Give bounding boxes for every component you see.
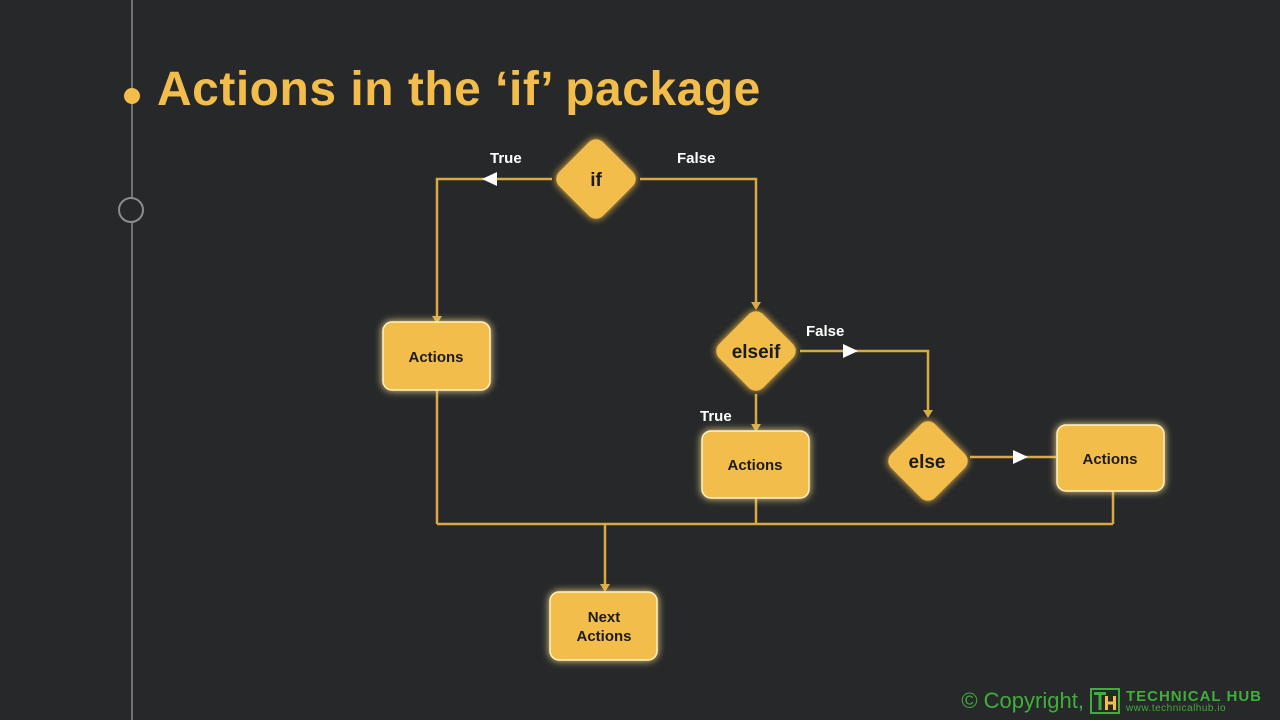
arrowhead-to-elseif-actions	[751, 424, 761, 432]
arrowhead-to-next-actions	[600, 584, 610, 592]
direction-marker-false-right	[843, 344, 858, 358]
decision-elseif-label: elseif	[732, 342, 781, 363]
decision-if: if	[556, 139, 636, 219]
th-logo-icon	[1089, 688, 1120, 714]
title-bullet-dot	[124, 88, 140, 104]
direction-marker-else-right	[1013, 450, 1028, 464]
decision-if-label: if	[590, 170, 602, 191]
edge-label-if-false: False	[677, 150, 715, 167]
timeline-ring-marker	[118, 197, 144, 223]
edge-label-elseif-true: True	[700, 408, 732, 425]
arrowhead-to-else	[923, 410, 933, 418]
next-actions-label-line1: Next	[588, 609, 621, 626]
next-actions-shape	[549, 591, 658, 661]
arrowheads	[432, 302, 933, 592]
decision-else-shape	[888, 421, 968, 501]
elseif-actions-shape	[701, 430, 810, 499]
if-actions-shape	[382, 321, 491, 391]
connector-if-to-elseif	[640, 177, 758, 308]
connector-elseif-to-else	[800, 349, 930, 416]
edge-label-if-true: True	[490, 150, 522, 167]
decision-elseif-shape	[716, 311, 796, 391]
brand-url: www.technicalhub.io	[1125, 702, 1227, 714]
direction-marker-true-left	[482, 172, 497, 186]
decision-else-label: else	[909, 452, 946, 473]
timeline-line	[131, 0, 133, 720]
else-actions-shape	[1056, 424, 1165, 492]
slide-title: Actions in the ‘if’ package	[157, 63, 761, 116]
else-actions-label: Actions	[1082, 451, 1137, 468]
if-actions-box: Actions	[382, 321, 491, 391]
elseif-actions-label: Actions	[727, 457, 782, 474]
if-actions-label: Actions	[408, 349, 463, 366]
arrowhead-to-if-actions	[432, 316, 442, 324]
next-actions-box: Next Actions	[549, 591, 658, 661]
brand-block: TECHNICAL HUB www.technicalhub.io	[1126, 689, 1262, 714]
connectors	[435, 177, 1115, 590]
decision-else: else	[888, 421, 968, 501]
edge-label-elseif-false: False	[806, 323, 844, 340]
decision-if-shape	[556, 139, 636, 219]
else-actions-box: Actions	[1056, 424, 1165, 492]
arrowhead-to-elseif	[751, 302, 761, 310]
direction-markers	[482, 172, 1028, 464]
brand-name: TECHNICAL HUB	[1125, 687, 1262, 705]
decision-elseif: elseif	[716, 311, 796, 391]
elseif-actions-box: Actions	[701, 430, 810, 499]
copyright-text: © Copyright,	[961, 688, 1084, 713]
connector-if-to-actions	[435, 177, 552, 322]
copyright-footer: © Copyright, TECHNICAL HUB www.technical…	[961, 688, 1262, 714]
next-actions-label-line2: Actions	[576, 628, 631, 645]
